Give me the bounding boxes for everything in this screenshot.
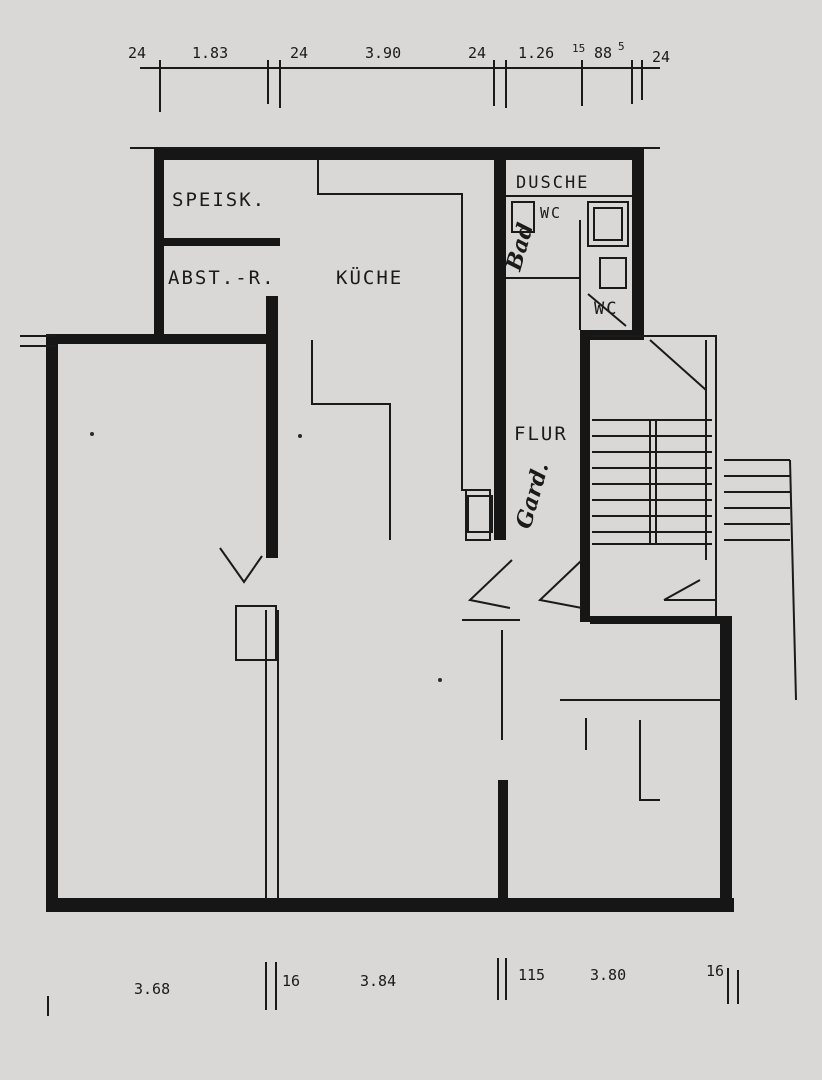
room-label-bad: Bad — [500, 220, 539, 274]
dim-top-7: 15 — [572, 42, 585, 55]
stairwell-outline — [590, 335, 717, 616]
door-stair-swing — [663, 579, 701, 601]
toilet-icon — [599, 257, 627, 289]
misc-marks — [20, 335, 720, 801]
wall-upper-right — [632, 148, 644, 338]
dim-top-3: 24 — [290, 44, 308, 62]
room-labels: SPEISK. ABST.-R. KÜCHE DUSCHE WC Bad WC … — [168, 173, 618, 532]
wall-right-lower — [720, 616, 732, 900]
shower-tray-inner — [593, 207, 623, 241]
wall-bedroom-top — [590, 616, 730, 624]
dim-bottom-2: 16 — [282, 972, 300, 990]
dim-top-9: 5 — [618, 40, 625, 53]
dim-top-6: 1.26 — [518, 44, 554, 62]
dim-top-2: 1.83 — [192, 44, 228, 62]
dim-top-8: 88 — [594, 44, 612, 62]
chimney-icon — [467, 495, 493, 533]
room-label-wc: WC — [594, 299, 618, 319]
room-label-speisekammer: SPEISK. — [172, 189, 266, 211]
bedroom-detail — [639, 720, 660, 801]
wall-bottom — [46, 898, 734, 912]
wall-left — [46, 334, 58, 912]
bottom-dimension-chain: 3.68 16 3.84 115 3.80 16 — [47, 958, 739, 1016]
dim-bottom-1: 3.68 — [134, 980, 170, 998]
wall-upper-left — [154, 148, 164, 338]
dim-top-4: 3.90 — [365, 44, 401, 62]
wall-flur-right — [580, 336, 590, 622]
stair-landing-diagonal — [649, 339, 707, 391]
wc-door-swing — [587, 293, 627, 327]
dim-top-1: 24 — [128, 44, 146, 62]
dim-bottom-6: 16 — [706, 962, 724, 980]
staircase — [592, 339, 797, 701]
speck — [298, 434, 302, 438]
sanitary-fixtures — [467, 201, 629, 533]
heater-icon — [235, 605, 277, 661]
speck — [90, 432, 94, 436]
room-label-kueche: KÜCHE — [336, 266, 403, 289]
washbasin-icon — [511, 201, 535, 233]
wall-flur-left — [494, 160, 506, 540]
dim-bottom-4: 115 — [518, 966, 545, 984]
room-label-abstellraum: ABST.-R. — [168, 267, 276, 289]
room-label-flur: FLUR — [514, 423, 568, 445]
kitchen-counter-line — [317, 160, 491, 541]
kitchen-niche — [311, 340, 391, 540]
wall-bedroom-left-lower — [498, 780, 508, 900]
door-kitchen — [467, 559, 513, 609]
wall-speisk-abst — [164, 238, 280, 246]
wall-room-top — [56, 334, 274, 344]
room-label-dusche: DUSCHE — [516, 173, 589, 193]
top-dimension-chain: 24 1.83 24 3.90 24 1.26 15 88 5 24 — [128, 40, 670, 112]
room-label-garderobe: Gard. — [511, 459, 555, 531]
wall-top — [160, 148, 640, 160]
stair-outer-rail — [789, 459, 797, 701]
speck — [438, 678, 442, 682]
dim-top-5: 24 — [468, 44, 486, 62]
wall-kitchen-left — [266, 296, 278, 558]
dim-bottom-5: 3.80 — [590, 966, 626, 984]
dim-bottom-3: 3.84 — [360, 972, 396, 990]
doors — [219, 547, 716, 621]
walls — [46, 147, 734, 912]
room-label-wc-bad: WC — [540, 204, 562, 222]
shower-tray-icon — [587, 201, 629, 247]
dim-top-10: 24 — [652, 48, 670, 66]
door-flur — [537, 559, 583, 609]
door-living — [219, 547, 263, 584]
